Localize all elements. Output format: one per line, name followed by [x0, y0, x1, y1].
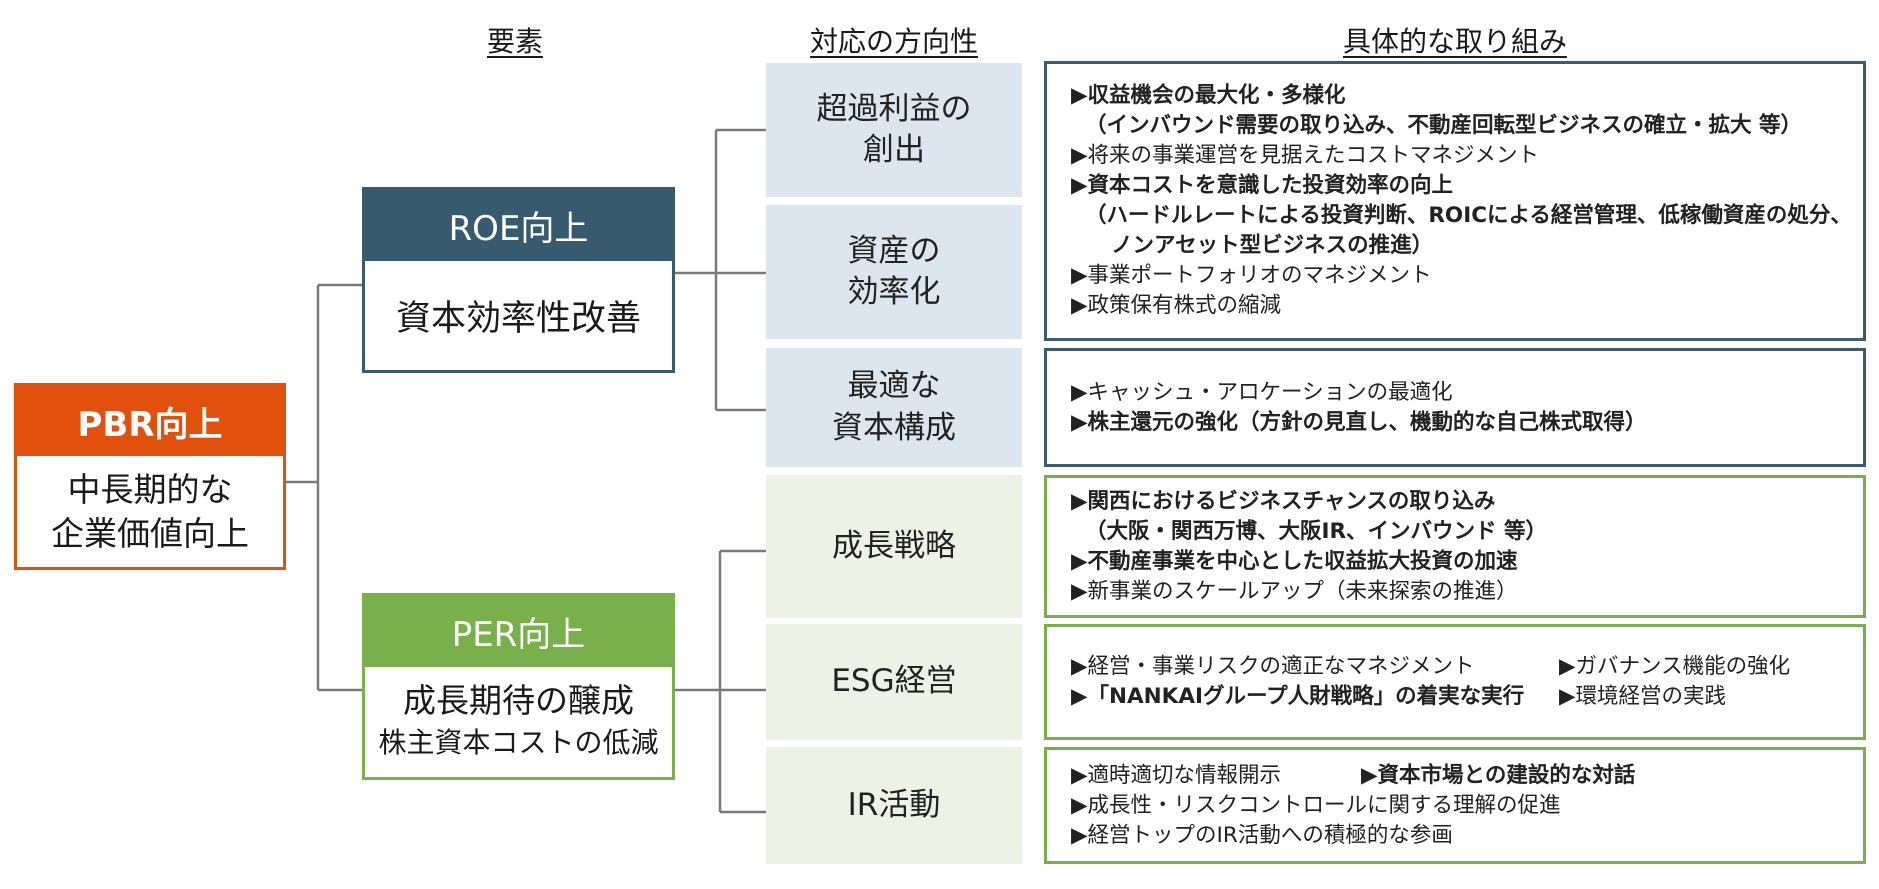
direction-label: IR活動 [847, 786, 941, 823]
initiative-item: ▶新事業のスケールアップ（未来探索の推進） [1071, 578, 1518, 604]
initiative-item: ▶収益機会の最大化・多様化 [1071, 83, 1346, 108]
direction-growth-strategy: 成長戦略 [766, 475, 1022, 618]
direction-capital-structure: 最適な 資本構成 [766, 348, 1022, 467]
pbr-line1: 中長期的な [67, 469, 233, 509]
initiative-item: ▶資本コストを意識した投資効率の向上 [1071, 173, 1454, 198]
initiatives-growth-strategy: ▶関西におけるビジネスチャンスの取り込み （大阪・関西万博、大阪IR、インバウン… [1044, 475, 1866, 618]
initiative-item: ▶成長性・リスクコントロールに関する理解の促進 [1071, 792, 1561, 818]
initiative-item: ▶環境経営の実践 [1559, 684, 1727, 709]
pbr-line2: 企業価値向上 [51, 513, 249, 553]
direction-label: 創出 [863, 132, 925, 168]
direction-label: 最適な [847, 368, 941, 405]
per-body1: 成長期待の醸成 [403, 681, 634, 720]
initiative-item: ▶政策保有株式の縮減 [1071, 293, 1282, 318]
pbr-title: PBR向上 [17, 386, 283, 456]
direction-asset-efficiency: 資産の 効率化 [766, 205, 1022, 339]
initiatives-roe-upper: ▶収益機会の最大化・多様化 （インバウンド需要の取り込み、不動産回転型ビジネスの… [1044, 61, 1866, 341]
initiative-item: ▶経営トップのIR活動への積極的な参画 [1071, 822, 1453, 848]
initiative-item: ▶「NANKAIグループ人財戦略」の着実な実行 [1071, 684, 1525, 709]
roe-body: 資本効率性改善 [395, 299, 641, 339]
per-body2: 株主資本コストの低減 [378, 726, 659, 759]
initiative-item: ▶不動産事業を中心とした収益拡大投資の加速 [1071, 548, 1518, 574]
direction-label: ESG経営 [831, 663, 957, 700]
initiative-item: ▶株主還元の強化（方針の見直し、機動的な自己株式取得） [1071, 409, 1647, 435]
initiative-item: ▶適時適切な情報開示 [1071, 762, 1282, 788]
initiative-item: ▶関西におけるビジネスチャンスの取り込み [1071, 488, 1496, 514]
header-direction: 対応の方向性 [809, 25, 978, 58]
direction-label: 資産の [847, 232, 941, 269]
roe-title: ROE向上 [365, 190, 672, 261]
initiative-item: ▶経営・事業リスクの適正なマネジメント [1071, 654, 1475, 679]
initiative-note: （ハードルレートによる投資判断、ROICによる経営管理、低稼働資産の処分、 [1085, 203, 1852, 228]
initiatives-capital-structure: ▶キャッシュ・アロケーションの最適化 ▶株主還元の強化（方針の見直し、機動的な自… [1044, 348, 1866, 467]
initiative-item: ▶ガバナンス機能の強化 [1559, 654, 1791, 679]
per-title: PER向上 [365, 596, 672, 667]
direction-ir: IR活動 [766, 747, 1022, 864]
direction-esg: ESG経営 [766, 624, 1022, 740]
direction-label: 超過利益の [816, 90, 972, 127]
direction-label: 成長戦略 [832, 527, 956, 564]
initiative-note: （大阪・関西万博、大阪IR、インバウンド 等） [1085, 518, 1548, 544]
initiative-item: ▶キャッシュ・アロケーションの最適化 [1071, 379, 1453, 405]
pbr-box: PBR向上 中長期的な 企業価値向上 [14, 383, 286, 570]
per-box: PER向上 成長期待の醸成 株主資本コストの低減 [362, 593, 675, 780]
direction-label: 効率化 [847, 274, 941, 310]
initiative-item: ▶将来の事業運営を見据えたコストマネジメント [1071, 143, 1540, 168]
initiative-note: ノンアセット型ビジネスの推進） [1111, 233, 1434, 258]
direction-label: 資本構成 [832, 409, 956, 446]
initiative-item: ▶事業ポートフォリオのマネジメント [1071, 263, 1432, 288]
initiative-item: ▶資本市場との建設的な対話 [1361, 762, 1636, 788]
roe-box: ROE向上 資本効率性改善 [362, 187, 675, 373]
initiatives-esg: ▶経営・事業リスクの適正なマネジメント ▶ガバナンス機能の強化 ▶「NANKAI… [1044, 624, 1866, 740]
initiatives-ir: ▶適時適切な情報開示 ▶資本市場との建設的な対話 ▶成長性・リスクコントロールに… [1044, 747, 1866, 864]
header-elements: 要素 [486, 25, 543, 58]
header-initiatives: 具体的な取り組み [1342, 25, 1567, 58]
initiative-note: （インバウンド需要の取り込み、不動産回転型ビジネスの確立・拡大 等） [1085, 113, 1802, 138]
direction-excess-profit: 超過利益の 創出 [766, 63, 1022, 197]
